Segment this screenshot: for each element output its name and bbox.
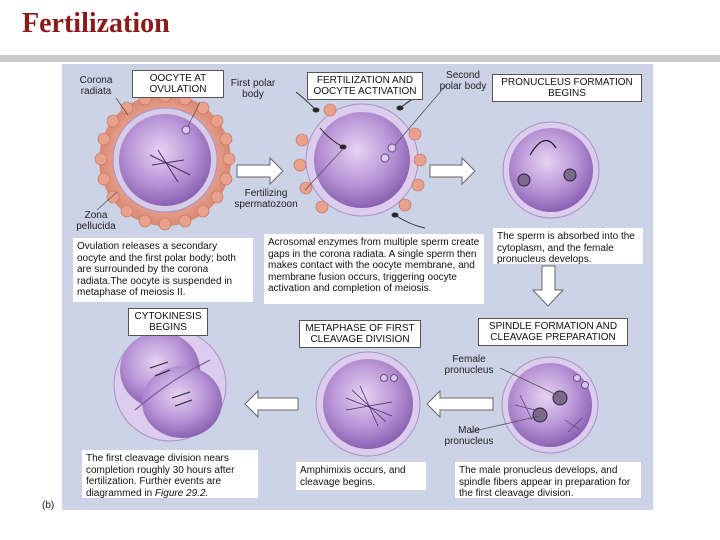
pronucleus-cell: [502, 121, 600, 219]
female-pronucleus-label: Female pronucleus: [444, 354, 494, 376]
stage-pronucleus-heading: PRONUCLEUS FORMATION BEGINS: [492, 74, 642, 102]
sperm-absorbed-description: The sperm is absorbed into the cytoplasm…: [493, 228, 643, 265]
stage-oocyte-heading: OOCYTE AT OVULATION: [132, 70, 224, 98]
cytokinesis-cell: [113, 328, 227, 442]
corona-radiata-label: Corona radiata: [79, 75, 113, 97]
title-divider: [0, 55, 720, 62]
male-pronucleus-label: Male pronucleus: [444, 425, 494, 447]
metaphase-cell: [315, 351, 421, 457]
stage-metaphase-heading: METAPHASE OF FIRST CLEAVAGE DIVISION: [299, 320, 421, 348]
figure-part-label: (b): [42, 500, 55, 511]
spindle-description: The male pronucleus develops, and spindl…: [455, 462, 641, 499]
amphimixis-description: Amphimixis occurs, and cleavage begins.: [296, 462, 426, 490]
arrows: [236, 156, 565, 419]
stage-cytokinesis-heading: CYTOKINESIS BEGINS: [128, 308, 208, 336]
slide-title: Fertilization: [22, 8, 170, 39]
acrosomal-description: Acrosomal enzymes from multiple sperm cr…: [264, 234, 484, 304]
zona-pellucida-label: Zona pellucida: [76, 210, 116, 232]
second-polar-body-label: Second polar body: [439, 70, 487, 92]
leader-lines: [96, 83, 558, 433]
oocyte-cell: [94, 89, 236, 231]
stage-spindle-heading: SPINDLE FORMATION AND CLEAVAGE PREPARATI…: [478, 318, 628, 346]
ovulation-description: Ovulation releases a secondary oocyte an…: [73, 238, 253, 302]
fertilizing-spermatozoon-label: Fertilizing spermatozoon: [234, 188, 298, 210]
activated-oocyte-cell: [293, 91, 427, 229]
spindle-cell: [501, 356, 599, 454]
stage-fertilization-heading: FERTILIZATION AND OOCYTE ACTIVATION: [307, 72, 423, 100]
first-polar-body-label: First polar body: [230, 78, 276, 100]
figure-reference: Figure 29.2.: [154, 487, 209, 499]
cleavage-description-text: The first cleavage division nears comple…: [86, 453, 235, 499]
cleavage-description: The first cleavage division nears comple…: [82, 450, 258, 499]
